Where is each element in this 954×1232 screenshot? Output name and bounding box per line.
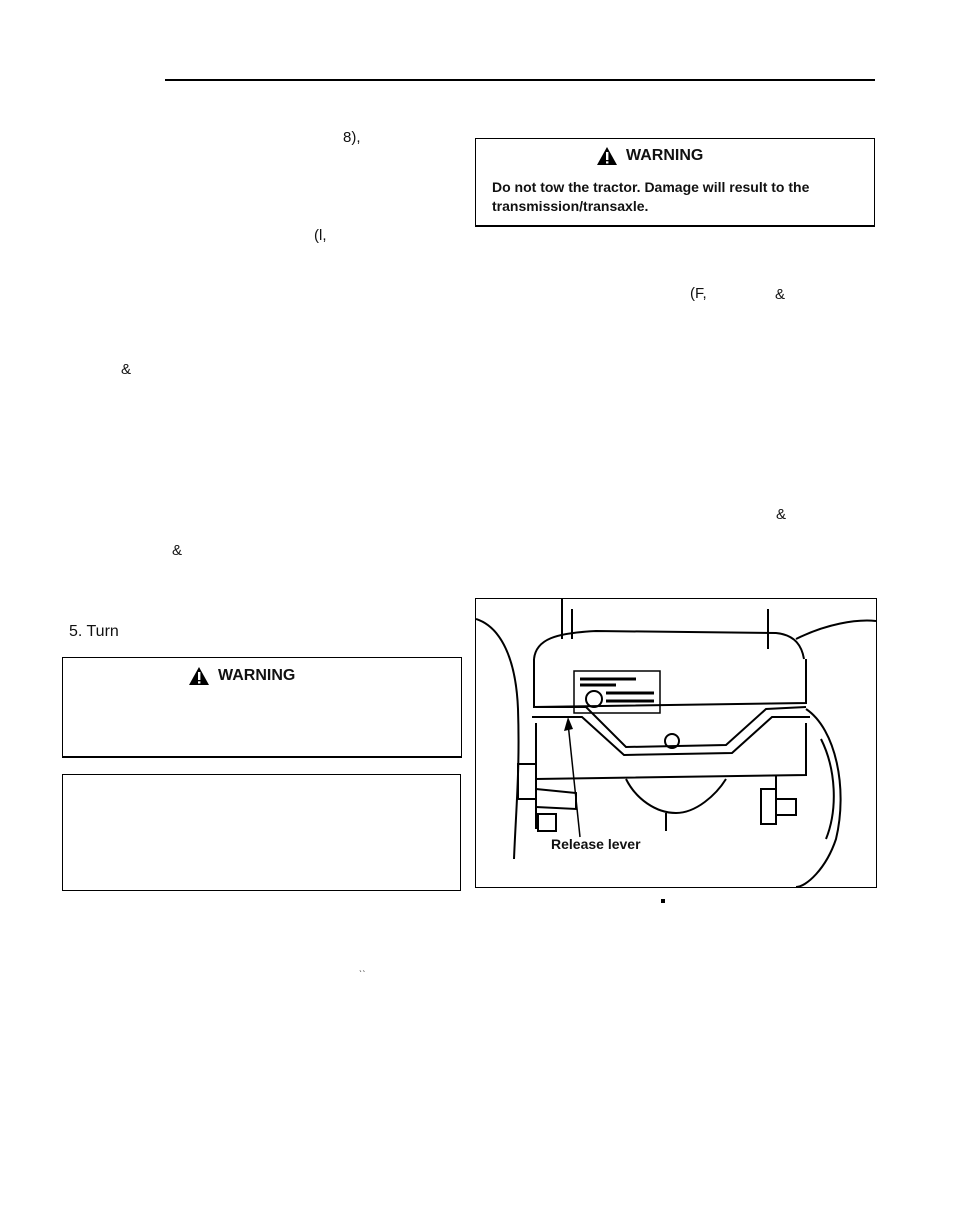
- release-lever-label: Release lever: [551, 836, 641, 852]
- step-text: 5. Turn: [69, 623, 119, 640]
- warning-box-tow: [475, 138, 875, 227]
- warning-heading: WARNING: [596, 146, 703, 166]
- warning-heading: WARNING: [188, 666, 295, 686]
- text-fragment: &: [121, 361, 132, 378]
- figure-caption-mark: [661, 899, 665, 903]
- header-rule: [165, 79, 875, 81]
- text-fragment: (F,: [690, 285, 707, 302]
- warning-body-text: Do not tow the tractor. Damage will resu…: [492, 179, 810, 214]
- warning-heading-text: WARNING: [218, 667, 296, 684]
- text-fragment: (l,: [314, 227, 327, 244]
- tractor-rear-illustration: [476, 599, 876, 887]
- text-fragment: 8),: [343, 129, 361, 146]
- text-fragment: &: [775, 286, 786, 303]
- scan-artifact: ˎˎ: [359, 962, 366, 973]
- warning-box-left: [62, 657, 462, 758]
- figure-frame: [475, 598, 877, 888]
- warning-triangle-icon: [189, 667, 209, 685]
- text-fragment: &: [776, 506, 787, 523]
- text-fragment: &: [172, 542, 183, 559]
- warning-heading-text: WARNING: [626, 147, 704, 164]
- warning-triangle-icon: [597, 147, 617, 165]
- note-box: [62, 774, 461, 891]
